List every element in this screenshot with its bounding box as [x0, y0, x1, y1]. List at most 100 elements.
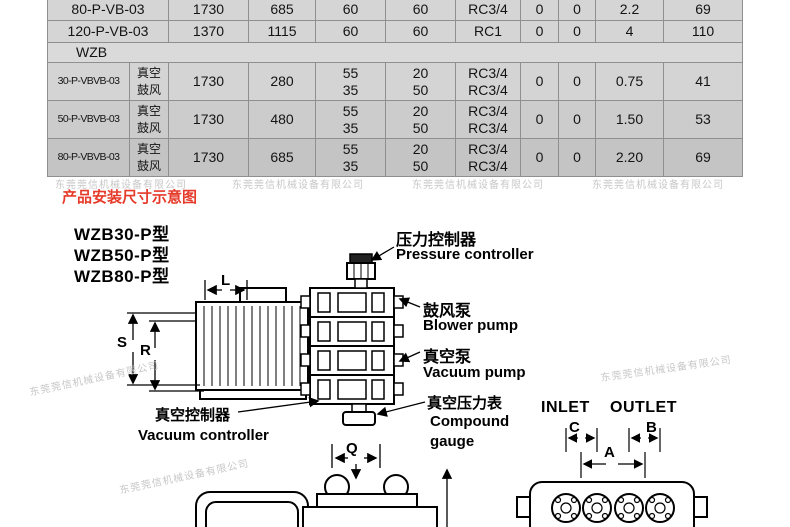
dimension-label-b: B — [646, 419, 657, 436]
table-cell: 0 — [558, 138, 596, 177]
table-cell: 0 — [520, 0, 559, 21]
motor-front-view — [195, 491, 309, 527]
table-cell: 60 — [315, 0, 386, 21]
watermark: 东莞莞信机械设备有限公司 — [232, 180, 364, 191]
pressure-controller-part — [349, 253, 373, 264]
table-cell: 0 — [520, 62, 559, 101]
compound-gauge-label-en: Compound — [430, 413, 510, 430]
pressure-controller-label-zh: 压力控制器 — [396, 232, 477, 249]
table-cell: WZB — [47, 42, 743, 63]
vacuum-controller-label-zh: 真空控制器 — [155, 407, 231, 424]
table-cell: RC3/4 — [455, 0, 521, 21]
table-cell: 60 — [385, 20, 456, 43]
table-cell: 80-P-VBVB-03 — [47, 138, 130, 177]
watermark: 东莞莞信机械设备有限公司 — [592, 180, 724, 191]
motor-side-view — [195, 287, 309, 400]
dimension-label-l: L — [221, 272, 231, 289]
dimension-label-r: R — [140, 342, 151, 359]
dimension-label-a: A — [604, 444, 615, 461]
table-cell: 1730 — [168, 62, 249, 101]
pump-top-view — [516, 481, 708, 527]
table-cell: 480 — [248, 100, 316, 139]
table-cell: 1370 — [168, 20, 249, 43]
table-cell: 60 — [315, 20, 386, 43]
table-cell: 41 — [663, 62, 743, 101]
dimension-label-c: C — [569, 419, 580, 436]
table-cell: 0 — [558, 0, 596, 21]
compound-gauge-part — [351, 403, 367, 413]
table-cell: 0.75 — [595, 62, 664, 101]
compound-gauge-label-en: gauge — [430, 433, 475, 450]
watermark: 东莞莞信机械设备有限公司 — [55, 180, 187, 191]
dimension-label-s: S — [117, 334, 128, 351]
vacuum-pump-label-zh: 真空泵 — [423, 349, 472, 366]
table-cell: 120-P-VB-03 — [47, 20, 169, 43]
vacuum-pump-label-en: Vacuum pump — [423, 364, 526, 381]
watermark: 东莞莞信机械设备有限公司 — [412, 180, 544, 191]
table-cell: 1730 — [168, 0, 249, 21]
table-cell: 0 — [558, 100, 596, 139]
table-cell: 685 — [248, 138, 316, 177]
blower-pump-label-zh: 鼓风泵 — [423, 303, 472, 320]
watermark: 东莞莞信机械设备有限公司 — [600, 354, 733, 385]
table-cell: 2.20 — [595, 138, 664, 177]
table-cell: 685 — [248, 0, 316, 21]
inlet-label: INLET — [541, 399, 590, 416]
table-cell: 0 — [520, 138, 559, 177]
table-cell: 0 — [520, 100, 559, 139]
table-cell: 69 — [663, 138, 743, 177]
model-name: WZB80-P型 — [74, 267, 170, 286]
table-cell: 2.2 — [595, 0, 664, 21]
table-cell: 1730 — [168, 100, 249, 139]
outlet-label: OUTLET — [610, 399, 677, 416]
dimension-label-q: Q — [346, 440, 358, 457]
table-cell: 53 — [663, 100, 743, 139]
table-cell: 30-P-VBVB-03 — [47, 62, 130, 101]
table-cell: 50-P-VBVB-03 — [47, 100, 130, 139]
table-cell: 0 — [558, 20, 596, 43]
model-name: WZB30-P型 — [74, 225, 170, 244]
pressure-controller-label-en: Pressure controller — [396, 246, 534, 263]
table-cell: 真空鼓风 — [129, 100, 169, 139]
table-cell: 60 — [385, 0, 456, 21]
watermark: 东莞莞信机械设备有限公司 — [118, 458, 251, 497]
table-cell: 1730 — [168, 138, 249, 177]
section-title: 产品安装尺寸示意图 — [62, 189, 198, 206]
table-cell: 4 — [595, 20, 664, 43]
blower-pump-label-en: Blower pump — [423, 317, 519, 334]
table-cell: 69 — [663, 0, 743, 21]
table-row: WZB — [47, 42, 743, 63]
table-cell: RC1 — [455, 20, 521, 43]
model-name: WZB50-P型 — [74, 246, 170, 265]
table-cell: 80-P-VB-03 — [47, 0, 169, 21]
table-cell: 0 — [520, 20, 559, 43]
compound-gauge-label-zh: 真空压力表 — [427, 395, 503, 412]
pump-stack — [300, 253, 404, 426]
table-cell: 280 — [248, 62, 316, 101]
table-cell: 真空鼓风 — [129, 138, 169, 177]
vacuum-controller-label-en: Vacuum controller — [138, 427, 269, 444]
table-cell: 1115 — [248, 20, 316, 43]
table-cell: 1.50 — [595, 100, 664, 139]
watermark: 东莞莞信机械设备有限公司 — [28, 360, 161, 399]
pump-front-view — [302, 474, 438, 527]
model-list: WZB30-P型 WZB50-P型 WZB80-P型 — [74, 224, 170, 287]
table-cell: 0 — [558, 62, 596, 101]
